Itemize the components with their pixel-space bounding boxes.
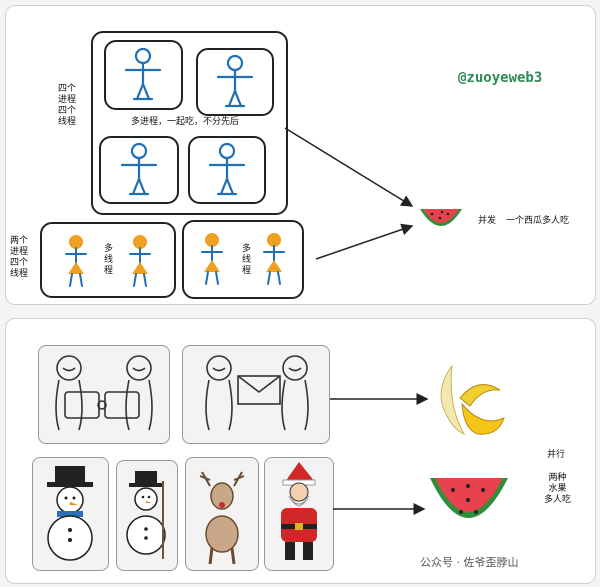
concurrency-label: 并发 [478,216,497,226]
process-box-2 [196,48,274,116]
stick-figure-icon [208,142,246,196]
snowman-box-1 [32,457,109,571]
multi-thread-label-a: 多 线 程 [104,244,114,276]
santa-icon [281,462,317,560]
thread-process-box-2: 多 线 程 [182,220,304,299]
puzzle-pair-box [38,345,170,444]
thread-process-box-1: 多 线 程 [40,222,176,298]
girl-figure-icon [65,235,87,287]
concurrency-desc: 一个西瓜多人吃 [506,216,570,226]
watermark: @zuoyeweb3 [458,70,543,86]
process-box-4 [188,136,266,204]
watermelon-slice-icon [430,478,508,518]
process-box-1 [104,40,183,110]
stick-figure-icon [216,54,254,108]
parallel-desc: 两种 水果 多人吃 [544,473,572,505]
snowman-box-2 [116,460,178,571]
multi-process-caption: 多进程，一起吃，不分先后 [131,117,240,127]
girl-figure-icon [201,233,223,285]
two-process-label: 两个 进程 四个 线程 [10,236,29,279]
process-box-3 [99,136,179,204]
puzzle-people-icon [55,355,153,431]
snowman-icon [126,471,166,559]
four-process-label: 四个 进程 四个 线程 [58,84,77,127]
stick-figure-icon [120,142,158,196]
envelope-pair-box [182,345,330,444]
stick-figure-icon [124,47,162,101]
snowman-icon [47,466,93,561]
watermelon-slice-icon [420,209,462,226]
santa-box [264,457,334,571]
reindeer-box [185,457,259,571]
banana-icon [440,364,505,436]
envelope-people-icon [205,355,309,431]
reindeer-icon [199,471,245,565]
parallel-label: 并行 [547,450,566,460]
multi-thread-label-b: 多 线 程 [242,244,252,276]
girl-figure-icon [263,233,285,285]
girl-figure-icon [129,235,151,287]
footer-account: 公众号 · 佐爷歪脖山 [420,556,519,569]
